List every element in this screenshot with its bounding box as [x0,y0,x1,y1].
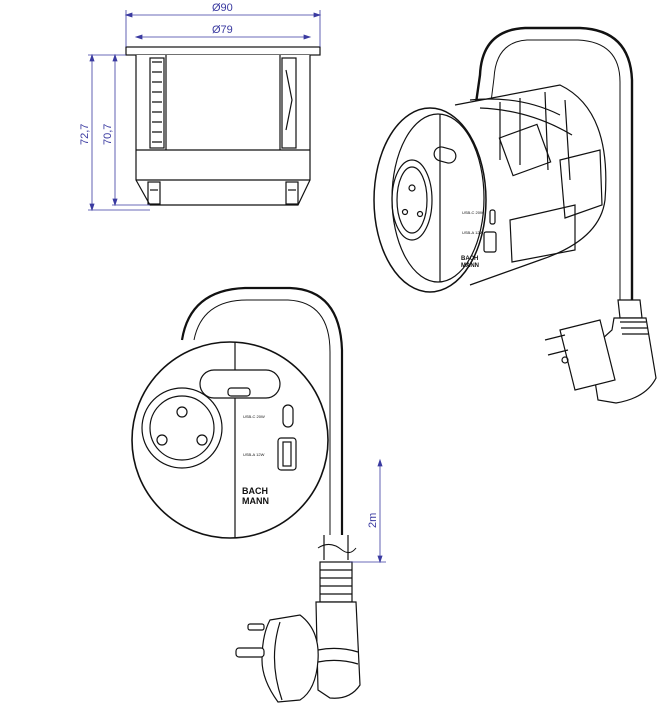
iso-usb-c-label: USB-C 20W [462,210,484,215]
inner-diameter-label: Ø79 [212,24,233,36]
side-view [125,46,321,206]
front-usb-a-label: USB-A 12W [243,452,265,457]
iso-usb-a-label: USB-A 12W [462,230,484,235]
cable-length-dimension [350,458,386,564]
outer-diameter-label: Ø90 [212,2,233,14]
isometric-view [373,26,657,404]
total-height-label: 72,7 [79,124,91,145]
front-view [131,286,361,703]
front-brand-bottom: MANN [242,496,269,506]
body-height-label: 70,7 [102,124,114,145]
cable-length-label: 2m [367,513,379,528]
front-brand-top: BACH [242,486,268,496]
iso-brand-top: BACH [461,256,478,262]
side-view-dimensions [88,10,322,212]
iso-brand-bottom: MANN [461,263,479,269]
front-usb-c-label: USB-C 20W [243,414,265,419]
